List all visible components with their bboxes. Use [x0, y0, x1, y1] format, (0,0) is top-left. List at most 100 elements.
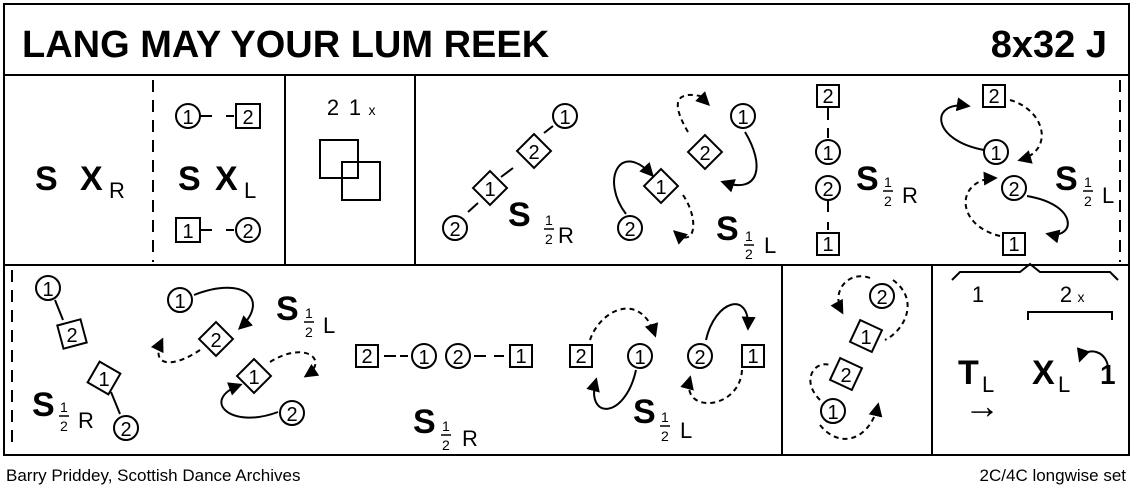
dashed-dividers — [11, 80, 1121, 450]
svg-text:1: 1 — [559, 107, 570, 129]
svg-text:2: 2 — [242, 221, 253, 243]
svg-text:2: 2 — [1084, 193, 1092, 209]
svg-text:T: T — [958, 354, 979, 392]
label-x: x — [369, 102, 376, 118]
svg-text:2: 2 — [449, 219, 460, 241]
svg-text:2: 2 — [575, 346, 586, 368]
svg-text:L: L — [1102, 183, 1114, 208]
step-s: S — [35, 160, 58, 198]
svg-text:S: S — [276, 290, 299, 328]
svg-text:→: → — [964, 385, 1000, 426]
svg-text:1: 1 — [822, 143, 833, 165]
bar-one: 1 — [972, 282, 984, 307]
svg-text:1: 1 — [822, 234, 833, 256]
step-x: X — [80, 160, 103, 198]
svg-text:1: 1 — [634, 347, 645, 369]
svg-text:1: 1 — [42, 279, 53, 301]
svg-text:1: 1 — [655, 177, 666, 199]
svg-text:R: R — [902, 183, 918, 208]
footer-credit: Barry Priddey, Scottish Dance Archives — [6, 466, 300, 485]
dance-format: 8x32 J — [991, 24, 1107, 66]
figure-turn-cross: 1 2 x T L → X L 1 — [951, 262, 1119, 426]
bar-x: x — [1078, 289, 1085, 305]
svg-text:2: 2 — [361, 346, 372, 368]
svg-text:1: 1 — [305, 305, 313, 321]
figure-cast-squares: 2 1 x — [319, 95, 381, 201]
svg-text:S: S — [413, 403, 436, 441]
svg-text:L: L — [1058, 372, 1070, 397]
svg-text:1: 1 — [442, 418, 450, 434]
svg-text:2: 2 — [242, 107, 253, 129]
label-one: 1 — [349, 95, 361, 120]
svg-text:2: 2 — [442, 437, 450, 453]
svg-text:L: L — [764, 233, 776, 258]
figure-diagonal-turn: 2 1 2 1 — [809, 275, 909, 440]
dancer-man-2 — [235, 217, 261, 243]
svg-text:X: X — [1032, 354, 1055, 392]
svg-text:2: 2 — [699, 143, 710, 165]
svg-text:S: S — [508, 196, 531, 234]
svg-text:2: 2 — [822, 179, 833, 201]
figure-set-half-reel-top: 1 2 1 2 S 1 2 R 1 2 1 2 S 1 2 L 2 — [442, 84, 1114, 262]
svg-text:2: 2 — [545, 231, 553, 247]
svg-text:R: R — [462, 426, 478, 451]
svg-text:1: 1 — [745, 228, 753, 244]
svg-text:S: S — [633, 393, 656, 431]
svg-text:1: 1 — [182, 107, 193, 129]
svg-text:1: 1 — [860, 327, 871, 349]
svg-text:2: 2 — [822, 86, 833, 108]
svg-text:1: 1 — [884, 174, 892, 190]
svg-text:2: 2 — [120, 419, 131, 441]
dance-title: LANG MAY YOUR LUM REEK — [22, 24, 550, 66]
svg-text:1: 1 — [515, 346, 526, 368]
svg-text:L: L — [323, 313, 335, 338]
sub-r: R — [109, 178, 125, 203]
svg-text:2: 2 — [452, 347, 463, 369]
svg-text:1: 1 — [418, 347, 429, 369]
sub-l: L — [244, 178, 256, 203]
svg-text:1: 1 — [98, 369, 109, 391]
svg-text:1: 1 — [1084, 174, 1092, 190]
svg-text:L: L — [982, 372, 994, 397]
figure-set-cross-left: 1 2 S X L 1 2 — [175, 103, 261, 243]
svg-text:1: 1 — [484, 179, 495, 201]
svg-text:2: 2 — [884, 193, 892, 209]
svg-text:L: L — [680, 418, 692, 443]
svg-text:1: 1 — [545, 212, 553, 228]
svg-text:2: 2 — [286, 404, 297, 426]
svg-text:2: 2 — [210, 330, 221, 352]
svg-text:2: 2 — [745, 246, 753, 262]
svg-text:2: 2 — [624, 219, 635, 241]
svg-text:1: 1 — [248, 367, 259, 389]
svg-text:2: 2 — [305, 324, 313, 340]
svg-text:2: 2 — [528, 142, 539, 164]
bar-two: 2 — [1060, 282, 1072, 307]
svg-text:2: 2 — [988, 86, 999, 108]
dancer-woman-2 — [235, 103, 261, 129]
svg-text:1: 1 — [174, 291, 185, 313]
svg-text:2: 2 — [694, 347, 705, 369]
svg-text:1: 1 — [661, 409, 669, 425]
svg-text:R: R — [558, 223, 574, 248]
step-x: X — [215, 160, 238, 198]
footer-set-type: 2C/4C longwise set — [980, 466, 1127, 485]
svg-text:1: 1 — [1008, 234, 1019, 256]
svg-text:1: 1 — [990, 143, 1001, 165]
svg-text:R: R — [78, 408, 94, 433]
svg-text:S: S — [32, 386, 55, 424]
svg-text:2: 2 — [661, 428, 669, 444]
frame-lines — [3, 3, 1130, 456]
svg-text:2: 2 — [60, 418, 68, 434]
svg-text:2: 2 — [840, 365, 851, 387]
svg-text:S: S — [716, 210, 739, 248]
svg-text:1: 1 — [1100, 359, 1116, 390]
svg-text:1: 1 — [737, 107, 748, 129]
svg-text:1: 1 — [60, 399, 68, 415]
svg-text:1: 1 — [827, 402, 838, 424]
label-two: 2 — [327, 95, 339, 120]
svg-text:1: 1 — [747, 346, 758, 368]
svg-text:S: S — [1055, 160, 1078, 198]
svg-text:2: 2 — [1008, 179, 1019, 201]
svg-text:1: 1 — [182, 221, 193, 243]
